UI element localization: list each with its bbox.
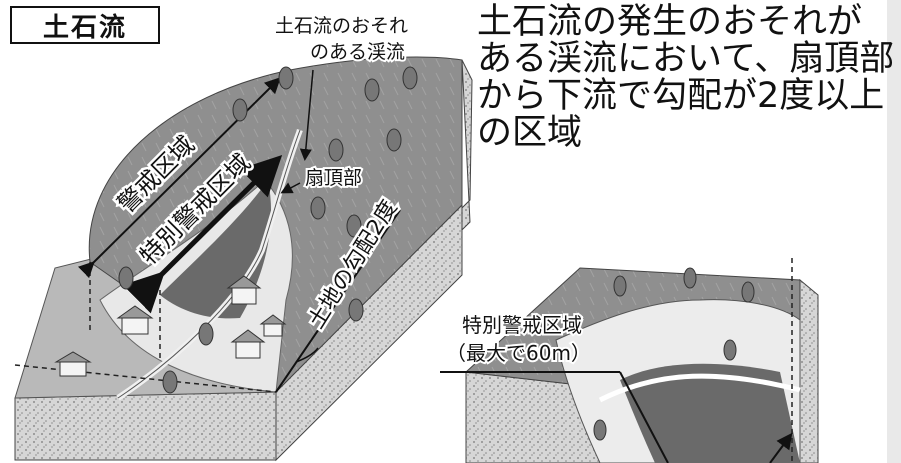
right-terrain-block [440, 258, 819, 463]
stream-label-line1: 土石流のおそれ [275, 15, 408, 37]
house-icon [54, 275, 287, 377]
description-line-4: の区域 [477, 113, 583, 153]
stream-label-line2: のある渓流 [310, 41, 405, 63]
left-block-side-front [14, 391, 277, 461]
title-box: 土石流 [10, 6, 160, 44]
description-line-2: ある渓流において、扇頂部 [477, 39, 895, 79]
scrollbar-track[interactable] [887, 0, 901, 463]
right-special-zone-note: （最大で60m） [446, 341, 591, 365]
fan-apex-label: 扇頂部 [305, 167, 362, 189]
right-special-zone-label: 特別警戒区域 [462, 313, 582, 337]
description-text: 土石流の発生のおそれが ある渓流において、扇頂部 から下流で勾配が2度以上 の区… [477, 4, 897, 152]
right-special-zone [620, 363, 800, 463]
description-line-1: 土石流の発生のおそれが [477, 2, 863, 42]
tree-icon [118, 66, 418, 394]
description-line-3: から下流で勾配が2度以上 [477, 76, 885, 116]
left-terrain-block [14, 56, 473, 462]
right-block-side-right [799, 278, 819, 463]
special-zone-arrow [122, 154, 283, 314]
